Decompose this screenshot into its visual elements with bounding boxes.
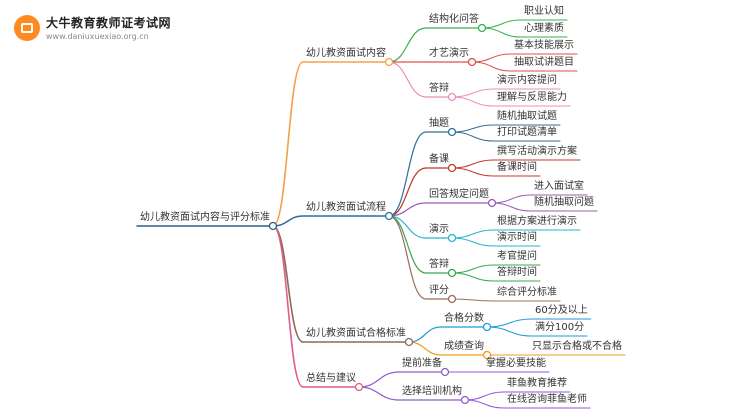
connector-leaf-0-1-1 [471, 61, 512, 72]
leaf-random-question: 随机抽取问题 [534, 197, 594, 208]
connector-leaf-1-4-0 [451, 264, 495, 274]
node-lesson-prep: 备课 [429, 154, 449, 165]
leaf-print-list: 打印试题清单 [497, 127, 557, 138]
connector-leaf-1-5-0 [451, 298, 495, 302]
leaf-career-cognition: 职业认知 [524, 6, 564, 17]
node-choose-training: 选择培训机构 [402, 386, 462, 397]
leaf-basic-skills: 基本技能展示 [514, 40, 574, 51]
leaf-examiner-questions: 考官提问 [497, 251, 537, 262]
book-icon [14, 14, 40, 41]
site-logo[interactable]: 大牛教育教师证考试网 www.daniuxuexiao.org.cn [14, 14, 171, 41]
connector-leaf-1-3-1 [451, 237, 495, 247]
node-structured-qa: 结构化问答 [429, 14, 479, 25]
logo-subtitle: www.daniuxuexiao.org.cn [46, 32, 149, 41]
leaf-psychological-quality: 心理素质 [524, 23, 564, 34]
branch-interview-content: 幼儿教资面试内容 [306, 48, 386, 59]
connector-branch-2 [272, 225, 304, 343]
leaf-feiyu-recommend: 菲鱼教育推荐 [507, 378, 567, 389]
connector-leaf-1-2-1 [491, 202, 532, 212]
leaf-reflection: 理解与反思能力 [497, 92, 567, 103]
connector-node-3-0 [358, 371, 400, 388]
root-dot [268, 221, 278, 231]
leaf-scoring-criteria: 综合评分标准 [497, 287, 557, 298]
leaf-demo-by-plan: 根据方案进行演示 [497, 216, 577, 227]
node-dot-0-0 [477, 23, 487, 33]
connector-node-1-4 [388, 215, 427, 274]
leaf-demo-time: 演示时间 [497, 232, 537, 243]
leaf-write-plan: 撰写活动演示方案 [497, 146, 577, 157]
connector-node-2-0 [408, 326, 442, 343]
branch-dot-1 [384, 211, 394, 221]
node-draw-questions: 抽题 [429, 118, 449, 129]
connector-leaf-2-0-0 [486, 318, 533, 328]
branch-dot-3 [354, 382, 364, 392]
branch-dot-0 [384, 57, 394, 67]
connector-leaf-1-1-0 [451, 159, 495, 169]
connector-leaf-1-2-0 [491, 194, 532, 204]
node-pass-score: 合格分数 [444, 313, 484, 324]
node-dot-1-4 [447, 268, 457, 278]
leaf-draw-topic: 抽取试讲题目 [514, 57, 574, 68]
connector-leaf-1-0-1 [451, 131, 495, 142]
node-dot-1-2 [487, 198, 497, 208]
leaf-random-draw: 随机抽取试题 [497, 111, 557, 122]
connector-node-2-1 [408, 341, 442, 356]
connector-leaf-1-3-0 [451, 229, 495, 239]
connector-leaf-3-1-1 [464, 399, 505, 409]
leaf-score-100: 满分100分 [535, 322, 585, 333]
logo-title: 大牛教育教师证考试网 [46, 16, 172, 30]
branch-pass-standard: 幼儿教资面试合格标准 [306, 328, 406, 339]
node-dot-1-0 [447, 127, 457, 137]
leaf-master-skills: 掌握必要技能 [486, 358, 546, 369]
connector-leaf-0-2-1 [451, 96, 495, 107]
node-dot-0-1 [467, 57, 477, 67]
node-defense-1: 答辩 [429, 83, 449, 94]
node-dot-1-3 [447, 233, 457, 243]
node-dot-3-1 [460, 395, 470, 405]
connector-node-3-1 [358, 386, 400, 401]
node-dot-2-1 [482, 350, 492, 360]
connector-branch-3 [272, 225, 304, 388]
connector-leaf-2-0-1 [486, 326, 533, 337]
connector-leaf-1-0-0 [451, 124, 495, 133]
node-dot-1-5 [447, 294, 457, 304]
leaf-defense-time: 答辩时间 [497, 267, 537, 278]
node-score-query: 成绩查询 [444, 341, 484, 352]
connector-leaf-0-0-1 [481, 27, 522, 38]
node-dot-1-1 [447, 163, 457, 173]
connector-node-1-1 [388, 167, 427, 217]
leaf-demo-questions: 演示内容提问 [497, 75, 557, 86]
connector-branch-0 [272, 61, 304, 227]
connector-node-1-5 [388, 215, 427, 300]
branch-summary: 总结与建议 [306, 373, 356, 384]
leaf-pass-fail-only: 只显示合格或不合格 [532, 341, 622, 352]
leaf-enter-room: 进入面试室 [534, 181, 584, 192]
node-dot-2-0 [482, 322, 492, 332]
connector-leaf-0-1-0 [471, 53, 512, 63]
node-defense-2: 答辩 [429, 259, 449, 270]
connector-leaf-0-0-0 [481, 19, 522, 29]
connector-leaf-3-1-0 [464, 391, 505, 401]
connector-leaf-0-2-0 [451, 88, 495, 98]
leaf-feiyu-consult: 在线咨询菲鱼老师 [507, 394, 587, 405]
connector-node-1-0 [388, 131, 427, 217]
node-dot-0-2 [447, 92, 457, 102]
connector-node-0-0 [388, 27, 427, 63]
branch-interview-process: 幼儿教资面试流程 [306, 202, 386, 213]
node-talent-demo: 才艺演示 [429, 48, 469, 59]
connector-leaf-1-4-1 [451, 272, 495, 282]
leaf-score-60: 60分及以上 [535, 305, 588, 316]
node-scoring: 评分 [429, 285, 449, 296]
node-dot-3-0 [440, 367, 450, 377]
node-prepare-early: 提前准备 [402, 358, 442, 369]
node-demonstration: 演示 [429, 224, 449, 235]
node-answer-questions: 回答规定问题 [429, 189, 489, 200]
connector-node-0-2 [388, 61, 427, 98]
connector-leaf-1-1-1 [451, 167, 495, 177]
branch-dot-2 [404, 337, 414, 347]
mindmap-root: 幼儿教资面试内容与评分标准 [140, 212, 270, 223]
leaf-prep-time: 备课时间 [497, 162, 537, 173]
